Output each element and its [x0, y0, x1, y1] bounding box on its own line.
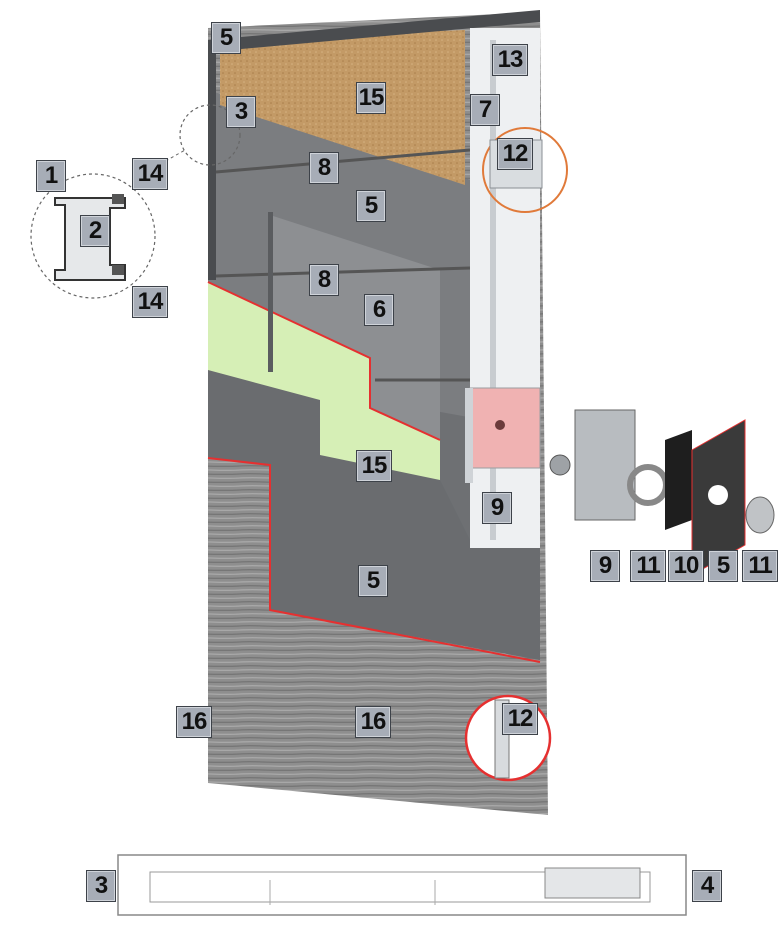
lock-faceplate [465, 388, 473, 483]
label-detail-leaf: 2 [80, 215, 110, 247]
lower-red-edge [207, 457, 541, 663]
top-wood-core [220, 30, 465, 185]
frame-seal-bottom [112, 265, 124, 275]
frame-seal-top [112, 194, 124, 204]
label-insulation: 6 [364, 294, 394, 326]
keyhole [495, 420, 505, 430]
label-upper-stiffener: 8 [309, 152, 339, 184]
label-kit-lock: 9 [590, 550, 620, 582]
kit-black-plate [665, 430, 692, 530]
top-frame-rail [208, 10, 540, 52]
kit-sheet-hole [708, 485, 728, 505]
label-rod: 7 [470, 94, 500, 126]
left-frame-rail [208, 40, 216, 280]
kit-cylinder-guard [745, 496, 775, 534]
label-top-core: 15 [356, 82, 386, 114]
label-kit-plate: 10 [668, 550, 704, 582]
kit-lock-case [574, 409, 636, 521]
label-top-frame: 5 [211, 22, 241, 54]
label-lower-stiffener: 8 [309, 264, 339, 296]
vertical-rod [490, 40, 496, 540]
stiffener-lower [215, 266, 471, 278]
label-detail-seal-top: 14 [132, 158, 168, 190]
label-top-rod: 13 [492, 44, 528, 76]
label-top-lock-point: 12 [497, 138, 533, 170]
top-lock-detail-circle [482, 127, 568, 213]
label-main-lock: 9 [482, 492, 512, 524]
label-kit-rosette: 11 [630, 550, 666, 582]
vertical-stiffener [268, 212, 273, 372]
label-bottom-lock-point: 12 [502, 703, 538, 735]
green-core-edge [207, 281, 441, 441]
section-profile-outline [117, 854, 687, 916]
label-detail-seal-bottom: 14 [132, 286, 168, 318]
main-lock-body [469, 387, 541, 469]
label-detail-frame: 1 [36, 160, 66, 192]
stiffener-upper [215, 148, 471, 174]
label-green-core: 15 [356, 450, 392, 482]
label-section-right: 4 [692, 870, 722, 902]
label-steel-sheet-upper: 5 [356, 190, 386, 222]
hinge-detail-circle [179, 104, 241, 166]
label-kit-sheet: 5 [708, 550, 738, 582]
label-hinge-side: 3 [226, 96, 256, 128]
section-lock-block [544, 867, 641, 899]
kit-lock-bolt [549, 454, 571, 476]
label-kit-cylinder-guard: 11 [742, 550, 778, 582]
label-panel-left: 16 [176, 706, 212, 738]
label-panel-center: 16 [355, 706, 391, 738]
steel-lower-band [208, 370, 540, 660]
label-section-left: 3 [86, 870, 116, 902]
label-steel-sheet-lower: 5 [358, 565, 388, 597]
section-profile-inner [149, 871, 651, 903]
frame-detail-circle [30, 173, 156, 299]
